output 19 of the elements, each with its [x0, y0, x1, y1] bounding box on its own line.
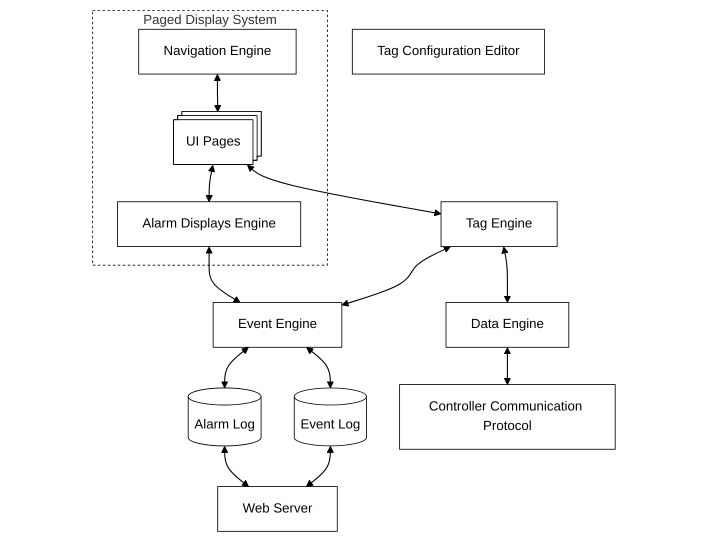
arrow — [504, 347, 512, 385]
arrow — [206, 246, 241, 303]
node-box: Data Engine — [446, 302, 570, 348]
node-box: Web Server — [217, 486, 338, 532]
node-box: Tag Engine — [440, 201, 558, 247]
arrow — [306, 446, 334, 487]
arrow — [221, 347, 249, 388]
node-box: Alarm Displays Engine — [117, 201, 302, 247]
arrow — [214, 74, 222, 112]
node-box: Controller Communication Protocol — [399, 384, 616, 450]
arrow — [247, 164, 442, 216]
arrow — [306, 347, 334, 388]
node-box: Event Engine — [212, 302, 342, 348]
arrow — [342, 246, 451, 307]
node-box: Tag Configuration Editor — [352, 28, 545, 74]
arrow — [502, 246, 512, 303]
arrow — [221, 446, 250, 487]
node-box: Navigation Engine — [138, 28, 297, 74]
arrow — [206, 164, 216, 202]
